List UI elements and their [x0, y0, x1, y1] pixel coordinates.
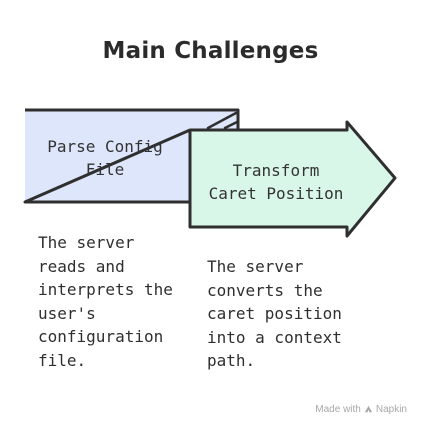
footer-attribution[interactable]: Made with Napkin	[315, 404, 407, 415]
step-2-fill	[190, 122, 395, 236]
step-2-shape	[188, 120, 397, 238]
step-1-shape	[23, 108, 240, 204]
footer-brand: Napkin	[375, 404, 407, 415]
step-1-description: The server reads and interprets the user…	[38, 233, 173, 370]
step-2-outline	[188, 120, 397, 238]
step-1-label: Parse Config File	[47, 137, 163, 179]
footer-prefix: Made with	[315, 404, 361, 415]
step-2-label: Transform Caret Position	[208, 161, 344, 203]
step-2-description: The server converts the caret position i…	[207, 257, 342, 370]
diagram-title: Main Challenges	[102, 38, 319, 64]
step-1-fold	[206, 111, 239, 130]
napkin-logo-icon	[364, 405, 372, 413]
